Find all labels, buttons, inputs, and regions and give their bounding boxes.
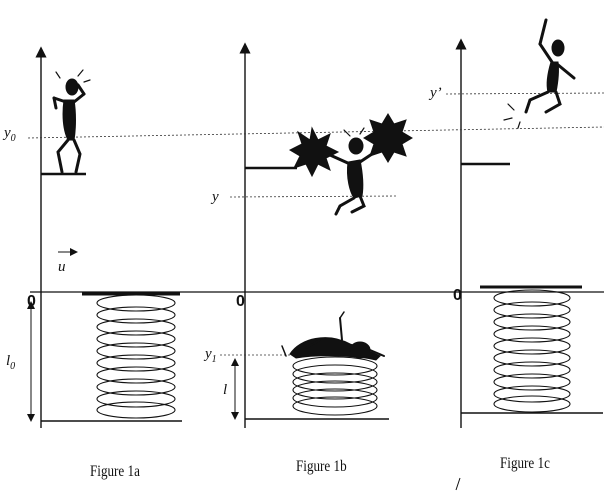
caption-figure-1a: Figure 1a bbox=[90, 463, 140, 480]
label-l0: l0 bbox=[6, 353, 16, 372]
caption-figure-1b: Figure 1b bbox=[296, 458, 347, 475]
person-jumping-figure bbox=[503, 18, 576, 129]
label-u: u bbox=[58, 259, 66, 275]
person-falling-figure bbox=[288, 113, 413, 216]
stray-pen-mark bbox=[455, 477, 461, 491]
label-y: y bbox=[212, 189, 219, 205]
label-y0: y0 bbox=[4, 125, 16, 144]
origin-label-b: 0 bbox=[236, 293, 245, 310]
spring-c bbox=[493, 289, 571, 413]
spring-a bbox=[96, 294, 176, 419]
y-prime-dotted-line bbox=[445, 92, 605, 95]
person-standing-figure bbox=[52, 69, 91, 174]
person-squashed-figure bbox=[281, 311, 385, 361]
label-l: l bbox=[223, 382, 228, 398]
label-y1: y1 bbox=[205, 346, 217, 365]
caption-figure-1c: Figure 1c bbox=[500, 455, 550, 472]
label-y-prime: y’ bbox=[430, 85, 442, 101]
origin-label-a: 0 bbox=[27, 293, 36, 310]
origin-label-c: 0 bbox=[453, 287, 462, 304]
spring-b-compressed bbox=[292, 356, 378, 416]
y0-dotted-line bbox=[27, 126, 605, 139]
y-dotted-line bbox=[229, 195, 399, 198]
